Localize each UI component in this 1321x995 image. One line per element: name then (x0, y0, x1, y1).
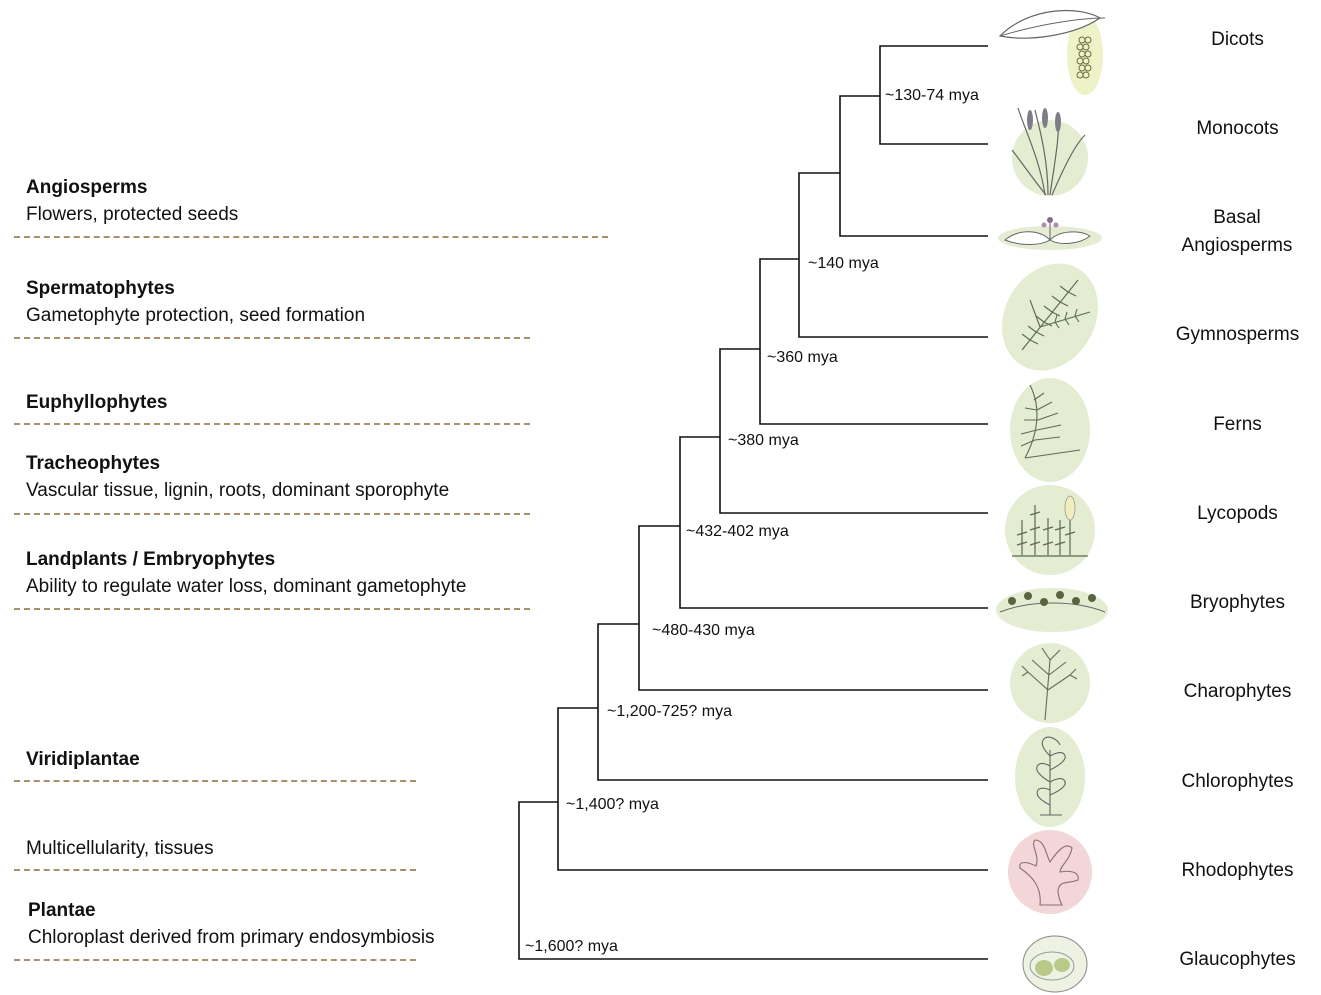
time-label: ~360 mya (767, 349, 838, 366)
time-label: ~380 mya (728, 432, 799, 449)
time-label: ~1,200-725? mya (607, 703, 732, 720)
red-alga-icon (1008, 830, 1092, 914)
taxon-lycopods: Lycopods (1160, 500, 1315, 528)
fern-frond-icon (1010, 378, 1090, 482)
taxon-ferns: Ferns (1160, 411, 1315, 439)
time-label: ~130-74 mya (885, 87, 979, 104)
monocot-grass-icon (1012, 108, 1088, 196)
chlorophyte-alga-icon (1015, 727, 1085, 827)
lycopod-icon (1005, 485, 1095, 575)
charophyte-alga-icon (1010, 643, 1090, 723)
glaucophyte-cell-icon (1023, 936, 1087, 992)
time-label: ~1,600? mya (525, 938, 618, 955)
taxon-chlorophytes: Chlorophytes (1160, 768, 1315, 796)
branch-rhodophytes (558, 708, 988, 870)
taxon-rhodophytes: Rhodophytes (1160, 857, 1315, 885)
time-label: ~432-402 mya (686, 523, 789, 540)
branch-root (519, 802, 988, 959)
taxon-basal-angiosperms: Basal Angiosperms (1167, 204, 1307, 260)
time-label: ~480-430 mya (652, 622, 755, 639)
gymnosperm-branch-icon (983, 246, 1117, 388)
time-label: ~1,400? mya (566, 796, 659, 813)
basal-angiosperm-flower-icon (998, 217, 1102, 250)
time-label: ~140 mya (808, 255, 879, 272)
branch-euphyllophytes (760, 259, 988, 424)
moss-icon (996, 588, 1108, 632)
taxon-glaucophytes: Glaucophytes (1160, 946, 1315, 974)
dicot-leaf-icon (1000, 11, 1105, 95)
taxon-monocots: Monocots (1160, 115, 1315, 143)
taxon-gymnosperms: Gymnosperms (1160, 321, 1315, 349)
taxon-bryophytes: Bryophytes (1160, 589, 1315, 617)
taxon-dicots: Dicots (1160, 26, 1315, 54)
branch-viridiplantae (598, 624, 988, 780)
branch-angiosperms (840, 96, 988, 236)
taxon-charophytes: Charophytes (1160, 678, 1315, 706)
